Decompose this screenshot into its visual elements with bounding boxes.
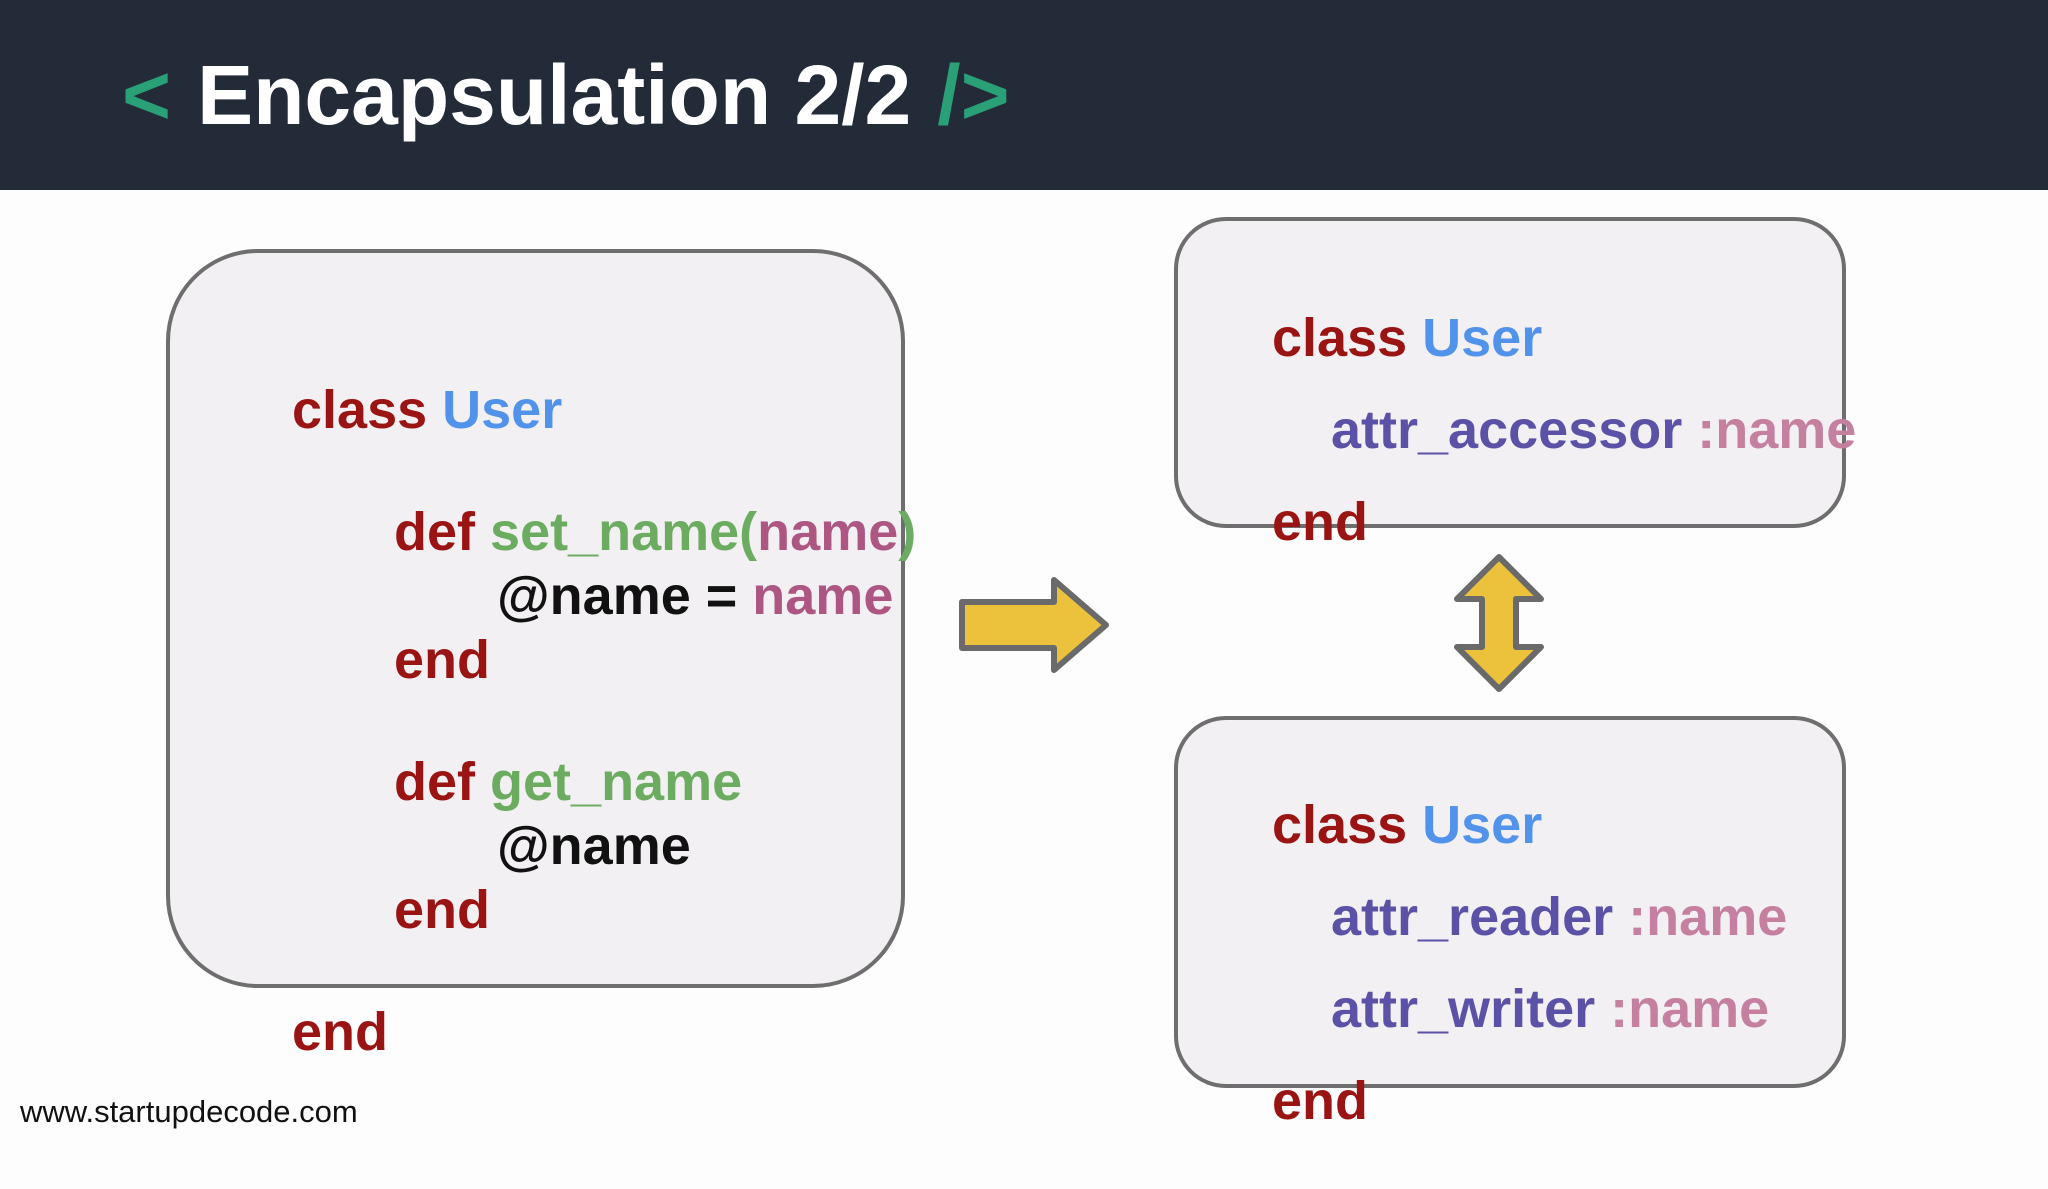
- code-token: name: [752, 566, 894, 626]
- code-line: end: [1178, 435, 1842, 551]
- code-line: attr_writer :name: [1178, 922, 1842, 1038]
- open-angle-bracket: <: [122, 48, 172, 142]
- code-token: User: [1422, 308, 1543, 368]
- code-token: class: [1272, 795, 1423, 855]
- code-token: name: [757, 502, 899, 562]
- code-token: User: [442, 380, 563, 440]
- code-line: end: [170, 573, 901, 689]
- code-token: :name: [1628, 887, 1788, 947]
- code-token: attr_reader: [1331, 887, 1629, 947]
- code-token: end: [394, 630, 491, 690]
- code-line: def get_name: [170, 695, 901, 811]
- right-arrow-icon: [959, 577, 1109, 673]
- code-line: attr_reader :name: [1178, 830, 1842, 946]
- code-token: end: [1272, 1071, 1369, 1131]
- code-token: @name =: [497, 566, 753, 626]
- code-line: end: [170, 945, 901, 1061]
- code-line: class User: [170, 323, 901, 439]
- code-token: :name: [1697, 400, 1857, 460]
- code-token: attr_writer: [1331, 979, 1611, 1039]
- close-angle-bracket: />: [937, 48, 1010, 142]
- title-bar: < Encapsulation 2/2 />: [0, 0, 2048, 190]
- code-line: class User: [1178, 251, 1842, 367]
- code-token: class: [292, 380, 443, 440]
- code-token: end: [292, 1002, 389, 1062]
- page-title: < Encapsulation 2/2 />: [122, 53, 1010, 137]
- code-token: def: [394, 502, 491, 562]
- code-line-blank: [170, 887, 901, 945]
- code-line: end: [170, 823, 901, 939]
- website-url: www.startupdecode.com: [20, 1094, 358, 1129]
- code-line: class User: [1178, 738, 1842, 854]
- code-token: @name: [497, 816, 691, 876]
- code-line: attr_accessor :name: [1178, 343, 1856, 459]
- code-line: end: [1178, 1014, 1842, 1130]
- slide-title-text: Encapsulation 2/2: [197, 48, 912, 142]
- code-token: get_name: [490, 752, 743, 812]
- up-down-arrow-icon: [1454, 554, 1544, 692]
- code-token: class: [1272, 308, 1423, 368]
- top-right-code-box: class User attr_accessor :name end: [1174, 217, 1856, 551]
- code-line: def set_name(name): [170, 445, 916, 561]
- code-line: @name = name: [170, 509, 901, 625]
- code-token: attr_accessor: [1331, 400, 1698, 460]
- bottom-right-code-box: class User attr_reader :name attr_writer…: [1174, 716, 1846, 1130]
- code-token: ): [898, 502, 917, 562]
- left-code-box: class User def set_name(name) @name = na…: [166, 249, 916, 1061]
- code-token: User: [1422, 795, 1543, 855]
- code-token: set_name(: [490, 502, 758, 562]
- code-token: end: [1272, 492, 1369, 552]
- code-line: @name: [170, 759, 901, 875]
- code-token: end: [394, 880, 491, 940]
- code-token: def: [394, 752, 491, 812]
- code-line-blank: [170, 637, 901, 695]
- code-token: :name: [1610, 979, 1770, 1039]
